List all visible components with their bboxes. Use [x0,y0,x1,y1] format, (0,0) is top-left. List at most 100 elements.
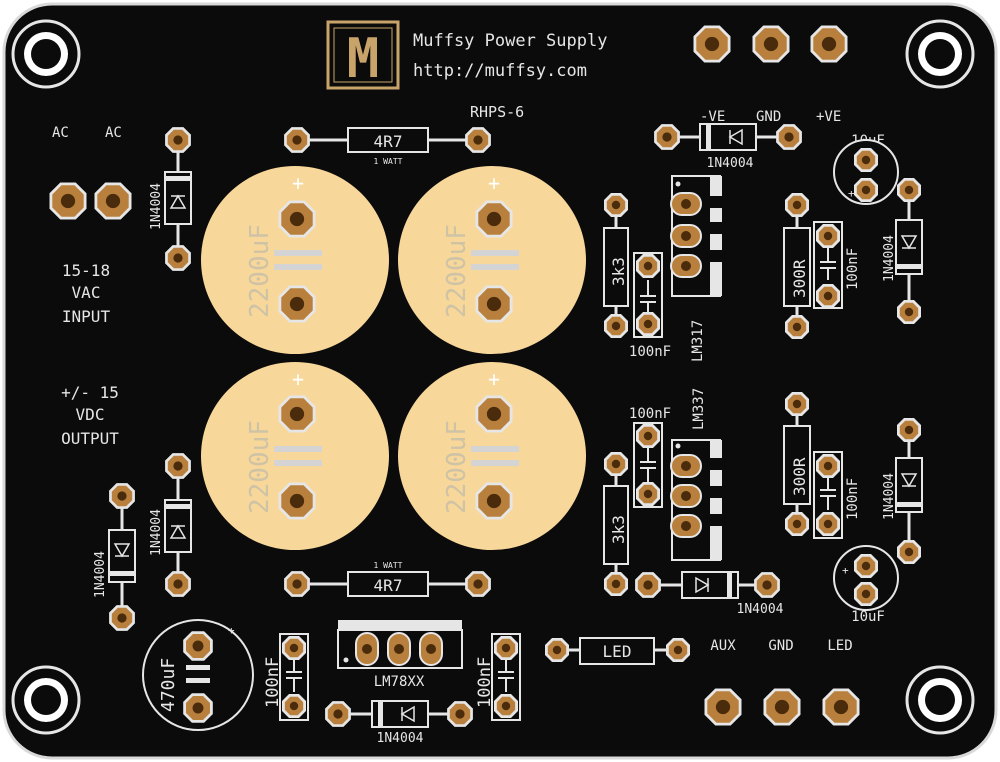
copper-pad [282,694,306,718]
mounting-hole-top-right [905,19,975,89]
copper-pad [284,127,310,153]
board-url: http://muffsy.com [413,61,587,81]
cap-2200uf-1: + 2200uF [201,166,389,354]
pad-led [822,688,860,726]
muffsy-logo: M [326,20,400,90]
copper-pad [494,636,518,660]
ac-left-label: AC [52,125,69,141]
diode-left-lower: 1N4004 [149,466,192,584]
led-component: LED [557,637,678,665]
diode-left-upper: 1N4004 [149,140,192,258]
diode-bottom-mid-label: 1N4004 [737,602,784,617]
resistor-3k3-bottom: 3k3 [603,464,629,584]
pad-gnd-top [752,25,790,63]
copper-pad [636,254,660,278]
copper-pad [666,638,690,662]
cap-big-2-label: 2200uF [442,224,472,318]
resistor-300r-bottom: 300R [783,404,811,524]
copper-pad [654,124,680,150]
diode-far-left-label: 1N4004 [93,551,108,598]
copper-pad [635,572,661,598]
output-label-1: +/- 15 [61,383,119,402]
res-3k3-bottom-label: 3k3 [609,515,628,544]
copper-pad [465,127,491,153]
copper-pad [494,694,518,718]
lm78xx-label: LM78XX [374,674,425,690]
cap-100nf-2-label: 100nF [845,248,861,290]
copper-pad [284,571,310,597]
copper-pad [183,631,213,661]
copper-pad [475,395,513,433]
resistor-bottom-rating: 1 WATT [374,561,403,570]
cap-big-1-label: 2200uF [245,224,275,318]
mounting-hole-bottom-right [905,665,975,735]
cap-2200uf-2: + 2200uF [398,166,586,354]
cap-2200uf-4: + 2200uF [398,362,586,550]
copper-pad [854,178,878,202]
output-label-3: OUTPUT [61,429,119,448]
copper-pad [816,454,840,478]
ac-pad-left [49,182,87,220]
copper-pad [785,512,809,536]
cap-big-3-label: 2200uF [245,420,275,514]
regulator-pin-pad [355,632,379,666]
copper-pad [816,224,840,248]
copper-pad [816,512,840,536]
diode-left-lower-label: 1N4004 [149,509,164,556]
copper-pad [278,395,316,433]
svg-text:+: + [292,171,304,195]
copper-pad [465,571,491,597]
mounting-hole-bottom-left [11,665,81,735]
copper-pad [897,540,921,564]
ac-right-label: AC [105,125,122,141]
copper-pad [604,314,628,338]
diode-far-left: 1N4004 [93,496,136,618]
diode-right-lower: 1N4004 [882,430,923,552]
copper-pad [109,605,135,631]
copper-pad [897,178,921,202]
resistor-top-label: 4R7 [374,132,403,151]
cap-100nf-3-label: 100nF [629,406,671,422]
cap-big-4-label: 2200uF [442,420,472,514]
copper-pad [325,701,351,727]
copper-pad [545,638,569,662]
regulator-pin-pad [670,254,702,278]
pad-neg-ve [693,25,731,63]
diode-bottom-center-label: 1N4004 [377,731,424,746]
pad-aux [704,688,742,726]
mounting-hole-top-left [11,19,81,89]
resistor-bottom-label: 4R7 [374,576,403,595]
cap-470uf: + 470uF [142,619,254,731]
cap-100nf-4-label: 100nF [845,478,861,520]
diode-right-upper-label: 1N4004 [882,235,897,282]
svg-text:+: + [292,367,304,391]
copper-pad [183,693,213,723]
copper-pad [785,193,809,217]
regulator-pin-pad [670,224,702,248]
copper-pad [636,482,660,506]
svg-text:+: + [488,171,500,195]
pad-pos-ve [810,25,848,63]
copper-pad [897,418,921,442]
regulator-pin-pad [387,632,411,666]
copper-pad [816,284,840,308]
ac-pad-right [94,182,132,220]
copper-pad [785,315,809,339]
output-label-2: VDC [76,405,105,424]
resistor-4r7-top: 4R7 1 WATT [297,127,478,166]
svg-text:+: + [488,367,500,391]
neg-ve-label: -VE [700,109,725,125]
regulator-pin-pad [670,454,702,478]
diode-right-upper: 1N4004 [882,190,923,312]
copper-pad [776,124,802,150]
copper-pad [475,200,513,238]
svg-text:+: + [842,564,849,577]
copper-pad [282,636,306,660]
led-component-label: LED [603,642,632,661]
logo-letter: M [347,27,380,90]
copper-pad [109,483,135,509]
diode-bottom-center: 1N4004 [338,700,460,746]
cap-2200uf-3: + 2200uF [201,362,389,550]
cap-100nf-1-label: 100nF [629,344,671,360]
